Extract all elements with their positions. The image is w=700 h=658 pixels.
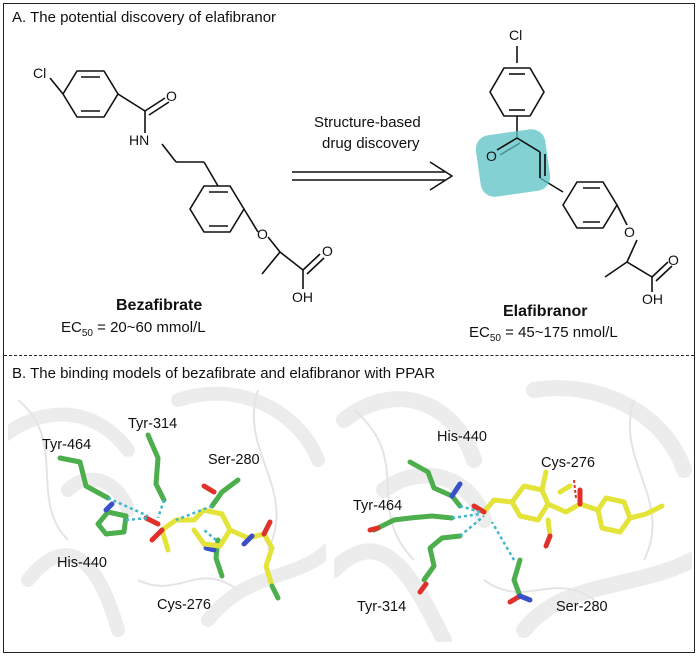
- atom-o-ether-elafibranor: O: [624, 224, 635, 240]
- residue-label-left-tyr314: Tyr-314: [128, 416, 178, 432]
- panel-a-structures: [49, 46, 673, 292]
- binding-model-bezafibrate: [8, 380, 326, 642]
- figure-frame: [3, 3, 695, 653]
- residue-label-left-ser280: Ser-280: [208, 452, 260, 468]
- residue-label-right-his440: His-440: [437, 429, 487, 445]
- atom-o-acid-bezafibrate: O: [322, 243, 333, 259]
- atom-oh-elafibranor: OH: [642, 291, 663, 307]
- atom-o-ether-bezafibrate: O: [257, 226, 268, 242]
- binding-model-elafibranor: [334, 380, 692, 642]
- arrow-label-line1: Structure-based: [314, 114, 421, 131]
- residue-label-right-cys276: Cys-276: [541, 455, 595, 471]
- elafibranor-binding-render: [334, 380, 692, 642]
- residue-label-right-tyr314: Tyr-314: [357, 599, 407, 615]
- elafibranor-name: Elafibranor: [503, 303, 588, 320]
- arrow-label-line2: drug discovery: [322, 135, 420, 152]
- bezafibrate-binding-render: [8, 386, 326, 637]
- panel-b-title: B. The binding models of bezafibrate and…: [12, 365, 436, 382]
- bezafibrate-ec50: EC50 = 20~60 mmol/L: [61, 319, 206, 339]
- residue-label-left-cys276: Cys-276: [157, 597, 211, 613]
- bezafibrate-structure: [49, 70, 325, 289]
- atom-cl-elafibranor: Cl: [509, 27, 523, 43]
- residue-label-left-tyr464: Tyr-464: [42, 437, 92, 453]
- discovery-arrow: [292, 161, 453, 191]
- atom-o-carbonyl-bezafibrate: O: [166, 88, 177, 104]
- atom-cl-bezafibrate: Cl: [33, 65, 47, 81]
- residue-label-left-his440: His-440: [57, 555, 107, 571]
- atom-o-acid-elafibranor: O: [668, 252, 679, 268]
- residue-label-right-tyr464: Tyr-464: [353, 498, 403, 514]
- residue-label-right-ser280: Ser-280: [556, 599, 608, 615]
- elafibranor-ec50: EC50 = 45~175 nmol/L: [469, 324, 618, 344]
- panel-a-title: A. The potential discovery of elafibrano…: [12, 9, 277, 26]
- atom-o-ketone-elafibranor: O: [486, 148, 497, 164]
- bezafibrate-name: Bezafibrate: [116, 297, 203, 314]
- atom-oh-bezafibrate: OH: [292, 289, 313, 305]
- atom-hn-bezafibrate: HN: [129, 132, 150, 148]
- panel-divider: [4, 355, 694, 356]
